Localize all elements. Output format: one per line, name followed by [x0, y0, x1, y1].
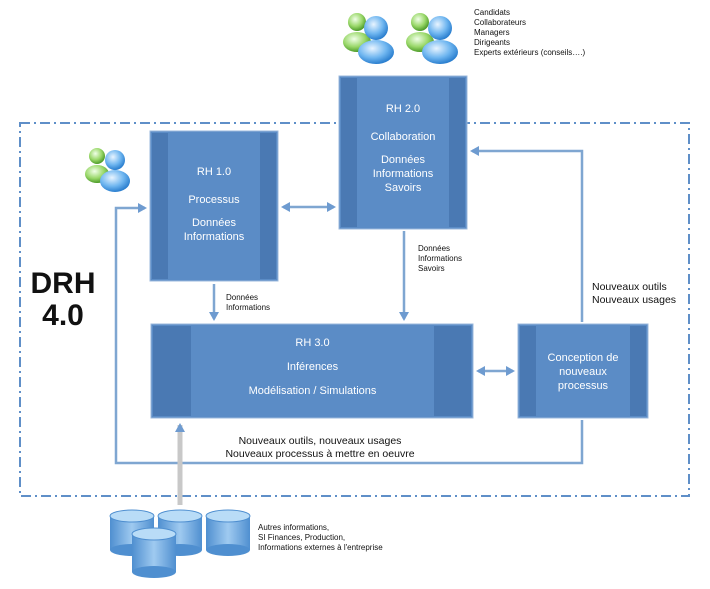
- conception-label: Conception de nouveaux processus: [536, 351, 630, 393]
- rh3-box: [150, 323, 474, 419]
- rh1-line2: Informations: [183, 231, 245, 243]
- conception-line1: Conception de: [547, 352, 619, 364]
- rh1-subtitle: Processus: [188, 194, 240, 206]
- conception-line3: processus: [557, 380, 609, 392]
- person-blue-icon: [422, 16, 458, 64]
- drh-title: DRH 4.0: [28, 268, 98, 332]
- rh3-line1: Modélisation / Simulations: [248, 385, 377, 397]
- actor-item: Dirigeants: [474, 38, 511, 47]
- conception-line2: nouveaux: [559, 366, 607, 378]
- edge-label-line: Nouveaux processus à mettre en oeuvre: [225, 448, 415, 460]
- edge-label-conception-rh2: Nouveaux outils Nouveaux usages: [592, 281, 676, 307]
- person-blue-icon: [358, 16, 394, 64]
- sources-label: Autres informations, SI Finances, Produc…: [258, 523, 383, 553]
- rh2-title: RH 2.0: [385, 103, 421, 115]
- rh1-label: RH 1.0 Processus Données Informations: [168, 165, 260, 244]
- sources-line: SI Finances, Production,: [258, 533, 346, 542]
- edge-label-line: Nouveaux outils: [592, 281, 667, 293]
- rh3-label: RH 3.0 Inférences Modélisation / Simulat…: [191, 336, 434, 398]
- user-icon: [85, 148, 130, 192]
- edge-label-line: Nouveaux outils, nouveaux usages: [238, 435, 402, 447]
- edge-label-line: Savoirs: [418, 264, 445, 273]
- conception-box: [517, 323, 649, 419]
- edge-label-line: Informations: [226, 303, 271, 312]
- drh-title-line2: 4.0: [42, 299, 84, 332]
- rh2-box: [338, 75, 468, 230]
- edge-label-rh2-rh3: Données Informations Savoirs: [418, 244, 462, 274]
- rh3-title: RH 3.0: [295, 337, 330, 349]
- drh-title-line1: DRH: [30, 267, 96, 300]
- rh2-line3: Savoirs: [384, 182, 422, 194]
- database-icon: [109, 509, 251, 578]
- edge-label-rh1-rh3: Données Informations: [226, 293, 270, 313]
- arrow-bottom-loop: [114, 203, 584, 465]
- rh2-label: RH 2.0 Collaboration Données Information…: [357, 102, 449, 195]
- actor-item: Experts extérieurs (conseils….): [474, 48, 586, 57]
- sources-line: Informations externes à l'entreprise: [258, 543, 383, 552]
- edge-label-line: Données: [226, 293, 259, 302]
- actor-item: Managers: [474, 28, 510, 37]
- rh2-subtitle: Collaboration: [370, 131, 436, 143]
- rh3-subtitle: Inférences: [286, 361, 339, 373]
- rh1-line1: Données: [191, 217, 237, 229]
- rh1-box: [149, 130, 279, 282]
- edge-label-bottom-loop: Nouveaux outils, nouveaux usages Nouveau…: [200, 435, 440, 461]
- rh2-line2: Informations: [372, 168, 434, 180]
- actor-item: Candidats: [474, 8, 511, 17]
- arrow-conception-rh2: [470, 146, 584, 322]
- edge-label-line: Informations: [418, 254, 463, 263]
- people-group-icon: [343, 13, 458, 64]
- edge-label-line: Nouveaux usages: [592, 294, 677, 306]
- actor-item: Collaborateurs: [474, 18, 527, 27]
- actors-list: Candidats Collaborateurs Managers Dirige…: [474, 8, 624, 58]
- sources-line: Autres informations,: [258, 523, 330, 532]
- edge-label-line: Données: [418, 244, 451, 253]
- rh1-title: RH 1.0: [196, 166, 232, 178]
- rh2-line1: Données: [380, 154, 426, 166]
